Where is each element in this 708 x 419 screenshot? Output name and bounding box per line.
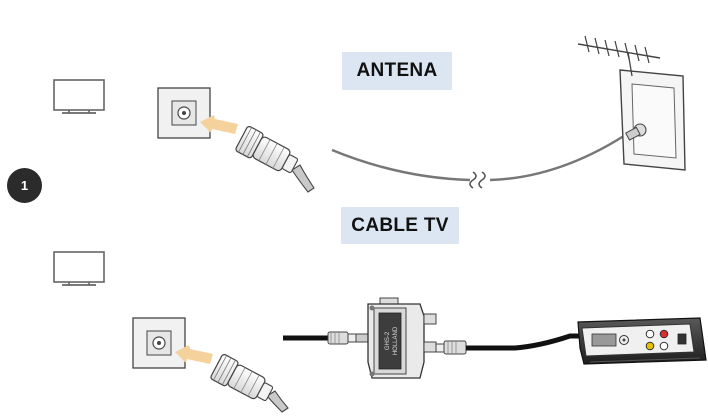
splitter-brand-text: HOLLAND — [393, 326, 399, 355]
splitter-icon: GHS-2 HOLLAND — [355, 297, 437, 379]
tv-icon — [53, 79, 105, 114]
tv-icon — [53, 251, 105, 286]
coax-plug-icon — [235, 126, 315, 193]
antenna-cable — [331, 148, 471, 182]
step-number-badge: 1 — [7, 168, 42, 203]
insertion-arrow — [175, 345, 213, 364]
antenna-icon — [577, 35, 661, 77]
cable-tv-section-label: CABLE TV — [341, 207, 459, 244]
splitter-model-text: GHS-2 — [385, 331, 391, 350]
coax-plug-icon — [210, 354, 289, 413]
cable-to-box — [466, 333, 610, 351]
wall-outlet-icon — [157, 87, 211, 139]
insertion-arrow — [200, 115, 238, 134]
cable-break-mark — [469, 171, 486, 189]
antenna-wall-plate — [619, 69, 686, 171]
antenna-section-label: ANTENA — [342, 52, 452, 90]
cable-box-icon — [577, 317, 707, 365]
wall-outlet-icon — [132, 317, 186, 369]
